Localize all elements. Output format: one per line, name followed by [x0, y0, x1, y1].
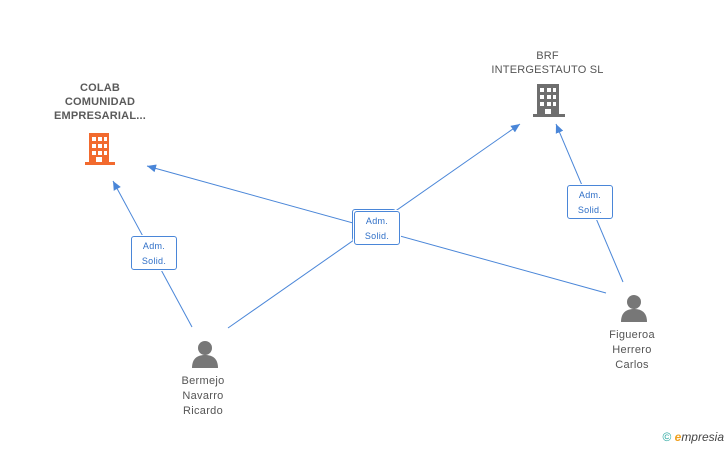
person-name-figueroa[interactable]: Figueroa Herrero Carlos	[609, 329, 655, 371]
person-icon[interactable]	[621, 295, 647, 322]
empresia-watermark: © empresia	[662, 430, 724, 444]
role-badge: Adm. Solid.	[131, 236, 177, 270]
copyright-symbol: ©	[662, 430, 672, 444]
brand-logo: empresia	[675, 430, 724, 444]
role-badge: Adm. Solid.	[352, 209, 400, 245]
person-name-bermejo[interactable]: Bermejo Navarro Ricardo	[181, 375, 225, 417]
company-name-brf[interactable]: BRF INTERGESTAUTO SL	[491, 50, 604, 76]
role-badge: Adm. Solid.	[567, 185, 613, 219]
brand-name: mpresia	[681, 430, 724, 444]
person-icon[interactable]	[192, 341, 218, 368]
building-icon[interactable]	[85, 133, 115, 165]
company-name-colab[interactable]: COLAB COMUNIDAD EMPRESARIAL...	[53, 82, 147, 122]
building-icon[interactable]	[533, 84, 565, 117]
brand-initial: e	[674, 430, 682, 444]
